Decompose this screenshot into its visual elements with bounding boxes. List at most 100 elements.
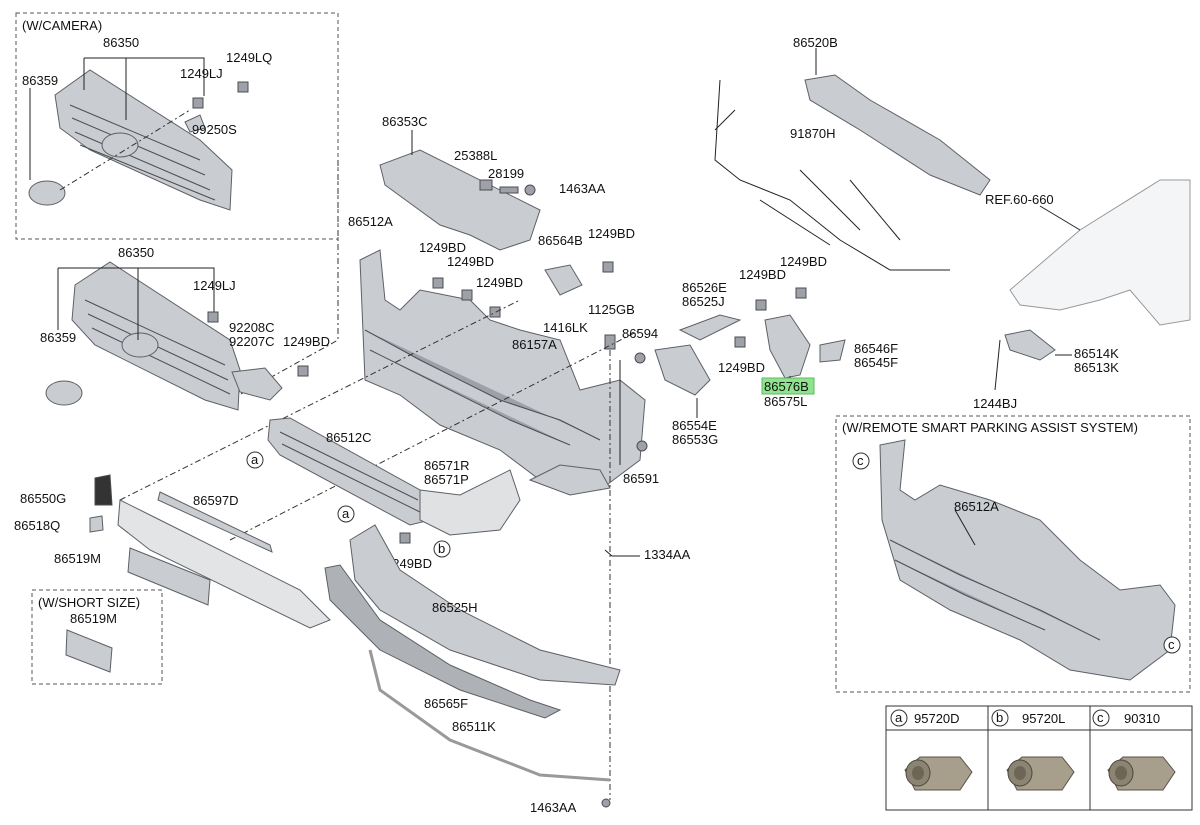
legend-c-key: c bbox=[1097, 710, 1104, 725]
short-size-box-title: (W/SHORT SIZE) bbox=[38, 595, 140, 610]
lower-left-parts-drawing bbox=[65, 474, 411, 673]
label-86526E: 86526E bbox=[682, 280, 727, 295]
label-86520B: 86520B bbox=[793, 35, 838, 50]
wiring-harness-drawing bbox=[714, 48, 991, 271]
label-86525J: 86525J bbox=[682, 294, 725, 309]
label-86594: 86594 bbox=[622, 326, 658, 341]
label-86591: 86591 bbox=[623, 471, 659, 486]
label-86576B-highlighted[interactable]: 86576B bbox=[764, 379, 809, 394]
label-1249LJ-top: 1249LJ bbox=[180, 66, 223, 81]
label-1334AA: 1334AA bbox=[644, 547, 691, 562]
svg-text:a: a bbox=[251, 452, 259, 467]
remote-parking-box-title: (W/REMOTE SMART PARKING ASSIST SYSTEM) bbox=[842, 420, 1138, 435]
label-1249BD-g: 1249BD bbox=[718, 360, 765, 375]
label-86350-top: 86350 bbox=[103, 35, 139, 50]
label-86350-mid: 86350 bbox=[118, 245, 154, 260]
legend-a-key: a bbox=[895, 710, 903, 725]
label-86359-mid: 86359 bbox=[40, 330, 76, 345]
label-86511K: 86511K bbox=[452, 719, 496, 734]
label-1249LQ: 1249LQ bbox=[226, 50, 272, 65]
label-91870H: 91870H bbox=[790, 126, 836, 141]
svg-text:b: b bbox=[438, 541, 445, 556]
label-86157A: 86157A bbox=[512, 337, 557, 352]
svg-text:c: c bbox=[1168, 637, 1175, 652]
label-28199: 28199 bbox=[488, 166, 524, 181]
svg-text:c: c bbox=[857, 453, 864, 468]
grille-standard-drawing bbox=[45, 261, 309, 411]
label-86512C: 86512C bbox=[326, 430, 372, 445]
sensor-b-icon bbox=[1006, 756, 1075, 791]
label-1249BD-e: 1249BD bbox=[739, 267, 786, 282]
label-86512A: 86512A bbox=[348, 214, 393, 229]
callout-c-left: c bbox=[852, 452, 870, 470]
label-86571R: 86571R bbox=[424, 458, 470, 473]
label-86546F: 86546F bbox=[854, 341, 898, 356]
camera-option-box bbox=[15, 12, 339, 240]
camera-box-connector bbox=[229, 160, 339, 401]
label-1463AA-bottom: 1463AA bbox=[530, 800, 577, 815]
label-1249BD-grille: 1249BD bbox=[283, 334, 330, 349]
label-86554E: 86554E bbox=[672, 418, 717, 433]
label-86353C: 86353C bbox=[382, 114, 428, 129]
label-1463AA-top: 1463AA bbox=[559, 181, 606, 196]
lower-grille-drawing bbox=[267, 360, 648, 536]
label-86553G: 86553G bbox=[672, 432, 718, 447]
legend-b-circle bbox=[991, 709, 1009, 727]
sensor-legend-table: a 95720D b 95720L c 90310 bbox=[885, 705, 1193, 811]
label-86564B: 86564B bbox=[538, 233, 583, 248]
camera-box-title: (W/CAMERA) bbox=[22, 18, 102, 33]
label-92208C: 92208C bbox=[229, 320, 275, 335]
label-86597D: 86597D bbox=[193, 493, 239, 508]
remote-parking-option-box bbox=[835, 415, 1191, 693]
label-25388L: 25388L bbox=[454, 148, 497, 163]
legend-b-key: b bbox=[996, 710, 1003, 725]
legend-a-circle bbox=[890, 709, 908, 727]
label-1125GB: 1125GB bbox=[588, 302, 635, 317]
label-1244BJ: 1244BJ bbox=[973, 396, 1017, 411]
grille-camera-drawing bbox=[28, 57, 249, 211]
callout-c-right: c bbox=[1163, 636, 1181, 654]
label-86514K: 86514K bbox=[1074, 346, 1119, 361]
label-86571P: 86571P bbox=[424, 472, 469, 487]
label-1416LK: 1416LK bbox=[543, 320, 588, 335]
label-92207C: 92207C bbox=[229, 334, 275, 349]
label-86525H: 86525H bbox=[432, 600, 478, 615]
label-1249BD-d: 1249BD bbox=[588, 226, 635, 241]
callout-a-upper: a bbox=[246, 451, 264, 469]
label-1249BD-f: 1249BD bbox=[780, 254, 827, 269]
svg-text:a: a bbox=[342, 506, 350, 521]
upper-cover-drawing bbox=[379, 130, 541, 251]
label-86518Q: 86518Q bbox=[14, 518, 60, 533]
label-86519M: 86519M bbox=[54, 551, 101, 566]
bumper-lower-drawing bbox=[324, 524, 640, 808]
label-86512A-remote: 86512A bbox=[954, 499, 999, 514]
label-86550G: 86550G bbox=[20, 491, 66, 506]
label-1249BD-c: 1249BD bbox=[476, 275, 523, 290]
label-99250S: 99250S bbox=[192, 122, 237, 137]
legend-c-circle bbox=[1092, 709, 1110, 727]
highlighted-part-marker bbox=[761, 377, 815, 395]
label-86359-top: 86359 bbox=[22, 73, 58, 88]
label-1249LJ-mid: 1249LJ bbox=[193, 278, 236, 293]
label-1249BD-a: 1249BD bbox=[419, 240, 466, 255]
label-86519M-short: 86519M bbox=[70, 611, 117, 626]
legend-a-part: 95720D bbox=[914, 711, 960, 726]
label-86565F: 86565F bbox=[424, 696, 468, 711]
remote-parking-bumper-drawing bbox=[879, 439, 1176, 681]
short-size-option-box bbox=[31, 589, 163, 685]
label-86513K: 86513K bbox=[1074, 360, 1119, 375]
label-86575L: 86575L bbox=[764, 394, 807, 409]
label-1249BD-b: 1249BD bbox=[447, 254, 494, 269]
sensor-c-icon bbox=[1107, 756, 1176, 791]
legend-c-part: 90310 bbox=[1124, 711, 1160, 726]
legend-b-part: 95720L bbox=[1022, 711, 1065, 726]
fender-reference-drawing bbox=[994, 179, 1191, 391]
label-ref-60-660: REF.60-660 bbox=[985, 192, 1054, 207]
callout-b: b bbox=[433, 540, 451, 558]
sensor-a-icon bbox=[904, 756, 973, 791]
callout-a-lower: a bbox=[337, 505, 355, 523]
side-brackets-drawing bbox=[654, 287, 846, 418]
label-86545F: 86545F bbox=[854, 355, 898, 370]
